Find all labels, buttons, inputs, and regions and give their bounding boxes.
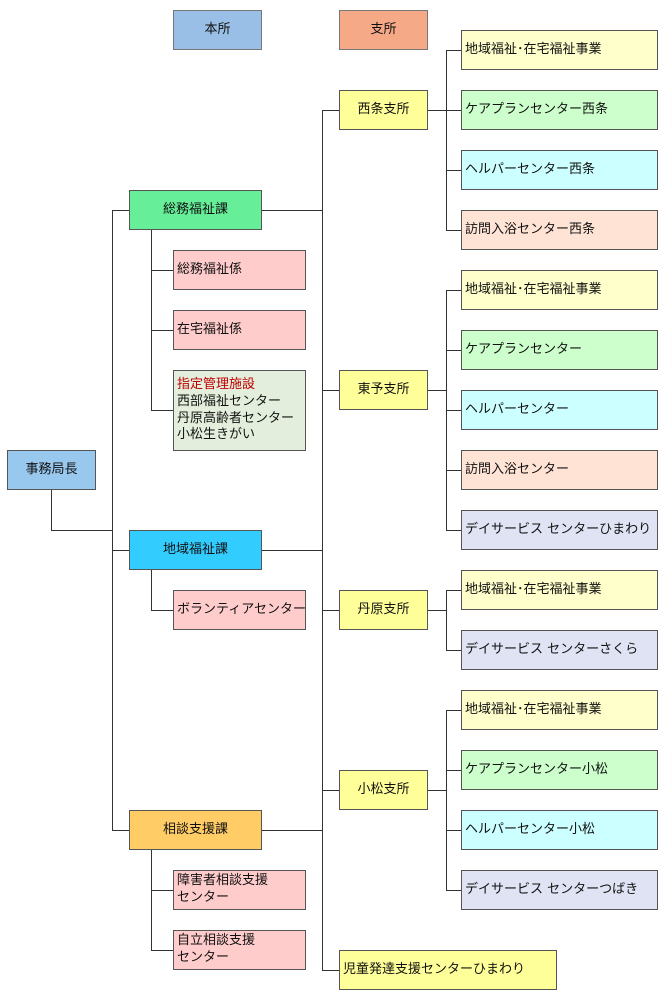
service-saijo-helper: ヘルパーセンター西条	[461, 150, 658, 190]
division-consultation-support: 相談支援課	[129, 810, 262, 850]
service-tanbara-community: 地域福祉･在宅福祉事業	[461, 570, 658, 610]
service-saijo-community: 地域福祉･在宅福祉事業	[461, 30, 658, 70]
facility-line: 丹原高齢者センター	[177, 410, 295, 426]
service-komatsu-helper: ヘルパーセンター小松	[461, 810, 658, 850]
service-toyo-helper: ヘルパーセンター	[461, 390, 658, 430]
service-toyo-dayservice: デイサービス センターひまわり	[461, 510, 658, 550]
facility-line: 小松生きがい	[177, 427, 256, 443]
service-toyo-bathing: 訪問入浴センター	[461, 450, 658, 490]
service-komatsu-dayservice: デイサービス センターつばき	[461, 870, 658, 910]
section-disability-consult-center: 障害者相談支援 センター	[173, 870, 306, 910]
section-volunteer-center: ボランティアセンター	[173, 590, 306, 630]
division-community-welfare: 地域福祉課	[129, 530, 262, 570]
branch-saijo: 西条支所	[339, 90, 428, 130]
branch-komatsu: 小松支所	[339, 770, 428, 810]
designated-facilities-title: 指定管理施設	[177, 376, 256, 392]
facility-line: 西部福祉センター	[177, 393, 282, 409]
service-toyo-community: 地域福祉･在宅福祉事業	[461, 270, 658, 310]
service-saijo-careplan: ケアプランセンター西条	[461, 90, 658, 130]
section-home-welfare: 在宅福祉係	[173, 310, 306, 350]
section-general-affairs: 総務福祉係	[173, 250, 306, 290]
section-independence-consult-center: 自立相談支援 センター	[173, 930, 306, 970]
section-line: センター	[177, 890, 230, 905]
branch-tanbara: 丹原支所	[339, 590, 428, 630]
service-toyo-careplan: ケアプランセンター	[461, 330, 658, 370]
director-box: 事務局長	[7, 450, 96, 490]
legend-honsho: 本所	[173, 10, 262, 50]
legend-shisho: 支所	[339, 10, 428, 50]
section-line: センター	[177, 950, 230, 965]
designated-facilities: 指定管理施設 西部福祉センター 丹原高齢者センター 小松生きがい	[173, 370, 306, 451]
child-development-center: 児童発達支援センターひまわり	[339, 950, 557, 990]
service-komatsu-community: 地域福祉･在宅福祉事業	[461, 690, 658, 730]
service-komatsu-careplan: ケアプランセンター小松	[461, 750, 658, 790]
service-tanbara-dayservice: デイサービス センターさくら	[461, 630, 658, 670]
division-general-affairs: 総務福祉課	[129, 190, 262, 230]
branch-toyo: 東予支所	[339, 370, 428, 410]
section-line: 自立相談支援	[177, 933, 256, 949]
service-saijo-bathing: 訪問入浴センター西条	[461, 210, 658, 250]
section-line: 障害者相談支援	[177, 873, 269, 889]
